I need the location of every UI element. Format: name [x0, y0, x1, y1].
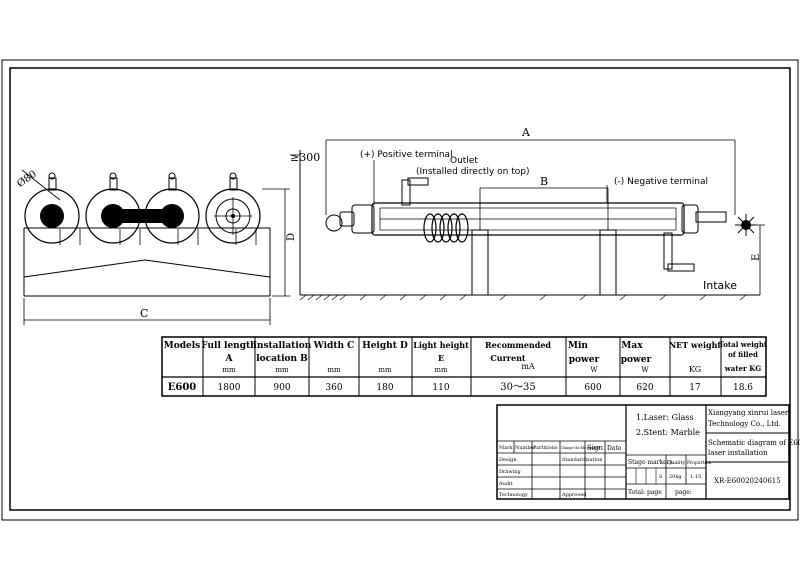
col-width-unit: mm: [327, 366, 341, 374]
cell-full-length: 1800: [218, 383, 241, 393]
col-min-power-sub: power: [569, 355, 600, 365]
stage-value: S: [659, 474, 663, 480]
cell-height: 180: [376, 383, 393, 393]
col-min-power-header: Min: [568, 341, 588, 351]
col-total-weight-header: Total weight: [719, 340, 768, 349]
cell-installation: 900: [273, 383, 290, 393]
dim-b-label: B: [540, 175, 548, 188]
cell-net-weight: 17: [689, 383, 701, 393]
col-current-unit: mA: [521, 362, 535, 371]
cell-max-power: 620: [636, 383, 653, 393]
col-installation-unit: mm: [275, 366, 289, 374]
dim-e-label: E: [751, 254, 762, 261]
stage-markers-label: Stage markers: [628, 459, 673, 466]
cell-width: 360: [325, 383, 342, 393]
col-installation-header: Installation: [253, 341, 312, 351]
cell-current: 30～35: [500, 382, 535, 393]
end-view: Ø80 D C: [15, 169, 297, 325]
col-min-power-unit: W: [590, 366, 598, 374]
col-current-header: Recommended: [485, 340, 551, 350]
positive-terminal-label: (+) Positive terminal: [360, 150, 453, 160]
side-view: ≥300 E: [290, 126, 765, 301]
drawing-number: XR-E60020240615: [714, 477, 781, 485]
col-current-sub: Current: [490, 353, 526, 363]
col-light-height-header: Light height: [413, 340, 469, 350]
col-max-power-header: Max: [621, 341, 643, 351]
dim-d-label: D: [286, 233, 297, 241]
dim-c-label: C: [140, 307, 148, 320]
total-page-label: Total: page: [628, 489, 662, 496]
col-installation-sub: location B: [256, 354, 308, 364]
col-sign: Sign: [587, 444, 604, 452]
col-net-weight-header: NET weight: [669, 340, 722, 350]
cell-model: E600: [168, 382, 197, 393]
col-net-weight-unit: KG: [689, 365, 701, 374]
spec-table: Models Full length Installation Width C …: [161, 336, 768, 397]
company-line-2: Technology Co., Ltd.: [708, 420, 781, 428]
col-number: Number: [515, 445, 536, 451]
inner-border: [9, 67, 791, 511]
col-total-weight-unit: water KG: [724, 364, 761, 373]
col-mark: Mark: [499, 445, 513, 451]
proportion-value: 1:15: [690, 474, 701, 480]
col-max-power-sub: power: [621, 355, 652, 365]
col-light-height-unit: mm: [434, 366, 448, 374]
proportion-label: Proportion: [687, 460, 712, 466]
drawing-title-2: laser installation: [708, 449, 768, 457]
row-drawing: Drawing: [499, 469, 521, 475]
col-full-length-header: Full length: [201, 341, 257, 351]
company-line-1: Xiangyang xinrui laser: [708, 409, 789, 417]
quality-label: Quality: [667, 460, 686, 466]
col-date: Date: [607, 445, 622, 452]
col-light-height-sub: E: [438, 353, 444, 363]
diameter-label: Ø80: [15, 169, 38, 190]
row-standardization: Standardization: [562, 457, 603, 463]
outer-border: [1, 59, 799, 521]
col-height-header: Height D: [362, 341, 408, 351]
col-change: Change the file number: [561, 446, 600, 450]
drawing-title-1: Schematic diagram of E600: [708, 439, 800, 447]
title-block: 1.Laser: Glass 2.Stent: Marble Xiangyang…: [496, 404, 800, 500]
min-distance-label: ≥300: [290, 151, 320, 164]
row-technology: Technology: [499, 492, 528, 498]
quality-value: 20kg: [669, 474, 682, 480]
cell-light-height: 110: [432, 383, 449, 393]
col-models-header: Models: [164, 341, 200, 351]
col-height-unit: mm: [378, 366, 392, 374]
col-max-power-unit: W: [641, 366, 649, 374]
col-full-length-unit: mm: [222, 366, 236, 374]
col-partitions: Partitions: [533, 445, 558, 451]
outlet-note-label: (Installed directly on top): [416, 167, 529, 177]
col-width-header: Width C: [313, 341, 355, 351]
stent-note: 2.Stent: Marble: [636, 428, 700, 437]
page-label: page:: [675, 489, 692, 496]
cell-total-weight: 18.6: [733, 383, 753, 393]
cell-min-power: 600: [584, 383, 601, 393]
col-total-weight-sub: of filled: [728, 350, 758, 359]
outlet-label: Outlet: [450, 156, 478, 166]
col-full-length-sub: A: [225, 354, 234, 364]
row-design: Design: [499, 457, 517, 463]
dim-a-label: A: [521, 126, 531, 139]
row-approved: Approved: [561, 492, 587, 498]
negative-terminal-label: (-) Negative terminal: [614, 177, 708, 187]
laser-note: 1.Laser: Glass: [636, 413, 694, 422]
row-audit: Audit: [498, 481, 513, 487]
intake-label: Intake: [703, 279, 737, 292]
